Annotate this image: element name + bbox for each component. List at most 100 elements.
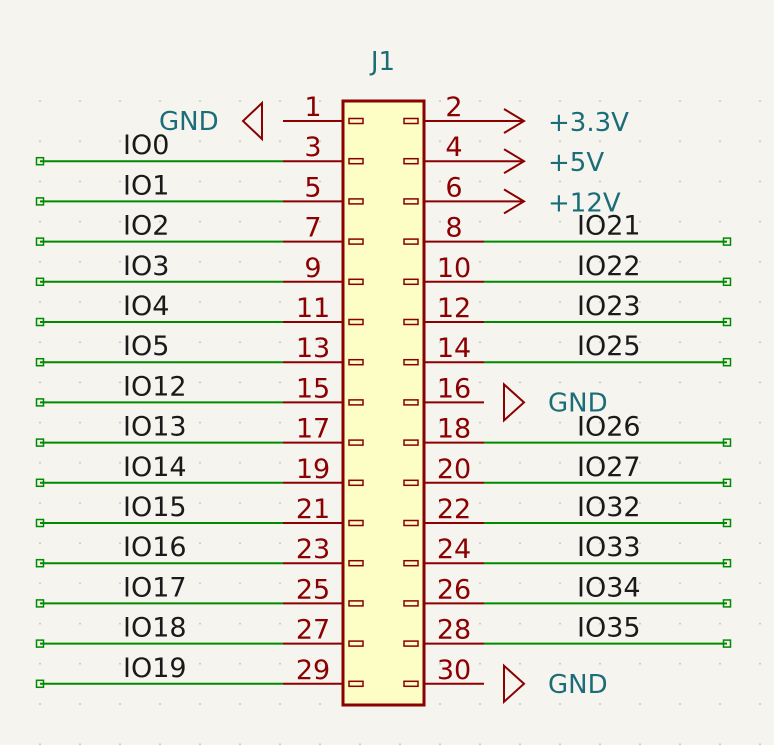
wire-end-marker[interactable] [35,398,45,407]
power-label-GND[interactable]: GND [548,388,608,418]
net-label-IO35[interactable]: IO35 [577,613,641,644]
net-label-IO21[interactable]: IO21 [577,211,641,242]
wire-end-marker[interactable] [722,478,732,488]
grid-dot [119,421,121,424]
net-label-IO33[interactable]: IO33 [577,532,641,563]
net-label-IO15[interactable]: IO15 [123,492,187,523]
pin-stub-7 [348,238,364,245]
net-label-IO1[interactable]: IO1 [123,170,169,201]
net-label-IO4[interactable]: IO4 [123,291,169,322]
net-label-IO26[interactable]: IO26 [577,412,641,443]
grid-dot [559,421,561,424]
wire-end-marker[interactable] [722,277,732,287]
pin-stub-28 [403,640,419,647]
net-label-IO25[interactable]: IO25 [577,331,641,362]
grid-dot [39,703,41,705]
net-label-IO5[interactable]: IO5 [123,331,169,362]
grid-dot [199,662,201,665]
wire-end-marker[interactable] [722,357,732,367]
wire-end-marker[interactable] [722,558,732,568]
wire-end-marker[interactable] [35,357,45,367]
wire-end-marker[interactable] [35,317,45,327]
wire-end-marker[interactable] [35,639,45,648]
grid-dot [319,582,321,585]
net-label-IO22[interactable]: IO22 [577,251,641,282]
power-arrow-symbol[interactable] [503,148,526,175]
grid-dot [279,341,281,344]
power-label-GND[interactable]: GND [159,107,219,137]
wire-end-marker[interactable] [35,599,45,608]
wire-end-marker[interactable] [35,277,45,287]
power-label-+3.3V[interactable]: +3.3V [548,108,629,138]
wire-end-marker[interactable] [35,438,45,447]
grid-dot [199,100,201,102]
grid-dot [319,301,321,303]
grid-dot [519,180,521,183]
pin-number-12: 12 [437,293,471,324]
ground-symbol[interactable] [241,100,263,142]
wire-end-marker[interactable] [722,518,732,528]
net-label-IO19[interactable]: IO19 [123,653,187,684]
reference-designator[interactable]: J1 [369,47,395,77]
grid-dot [519,100,521,102]
pin-stub-1 [348,117,364,125]
pin-stub-4 [403,157,419,165]
wire-end-marker[interactable] [722,639,732,648]
pin-number-8: 8 [445,213,462,244]
net-label-IO17[interactable]: IO17 [123,572,187,603]
ground-symbol[interactable] [503,382,526,423]
wire-end-marker[interactable] [722,237,732,246]
pin-number-13: 13 [296,333,330,364]
connector-body[interactable] [341,99,426,707]
grid-dot [479,301,481,303]
wire-end-marker[interactable] [35,679,45,689]
net-label-IO14[interactable]: IO14 [123,452,187,483]
grid-dot [479,622,481,625]
wire-end-marker[interactable] [35,156,45,166]
grid-dot [679,100,681,102]
wire-end-marker[interactable] [35,197,45,206]
pin-stub-22 [403,519,419,527]
grid-dot [519,140,521,143]
net-label-IO3[interactable]: IO3 [123,251,169,282]
power-label-+5V[interactable]: +5V [548,148,604,178]
net-label-IO2[interactable]: IO2 [123,211,169,242]
wire-end-marker[interactable] [35,558,45,568]
wire-end-marker[interactable] [35,518,45,528]
wire-end-marker[interactable] [35,237,45,246]
wire-end-marker[interactable] [35,478,45,488]
net-label-IO0[interactable]: IO0 [123,130,169,161]
pin-number-18: 18 [437,414,471,445]
power-arrow-symbol[interactable] [503,108,526,134]
power-label-+12V[interactable]: +12V [548,188,621,218]
grid-dot [79,703,81,705]
wire-end-marker[interactable] [722,438,732,447]
pin-number-4: 4 [445,132,462,163]
grid-dot [119,341,121,344]
ground-symbol[interactable] [503,663,526,705]
grid-dot [79,381,81,384]
grid-dot [199,502,201,504]
grid-dot [119,622,121,625]
grid-dot [759,542,761,545]
net-label-IO23[interactable]: IO23 [577,291,641,322]
net-label-IO12[interactable]: IO12 [123,371,187,402]
grid-dot [639,542,641,545]
power-arrow-symbol[interactable] [503,188,526,215]
grid-dot [719,421,721,424]
grid-dot [599,301,601,303]
net-label-IO16[interactable]: IO16 [123,532,187,563]
net-label-IO13[interactable]: IO13 [123,412,187,443]
wire-end-marker[interactable] [722,599,732,608]
wire-end-marker[interactable] [722,317,732,327]
grid-dot [519,622,521,625]
grid-dot [239,542,241,545]
net-label-IO27[interactable]: IO27 [577,452,641,483]
net-label-IO32[interactable]: IO32 [577,492,641,523]
power-label-GND[interactable]: GND [548,670,608,700]
net-label-IO34[interactable]: IO34 [577,572,641,603]
grid-dot [239,140,241,143]
grid-dot [559,341,561,344]
net-label-IO18[interactable]: IO18 [123,613,187,644]
pin-stub-9 [348,278,364,286]
